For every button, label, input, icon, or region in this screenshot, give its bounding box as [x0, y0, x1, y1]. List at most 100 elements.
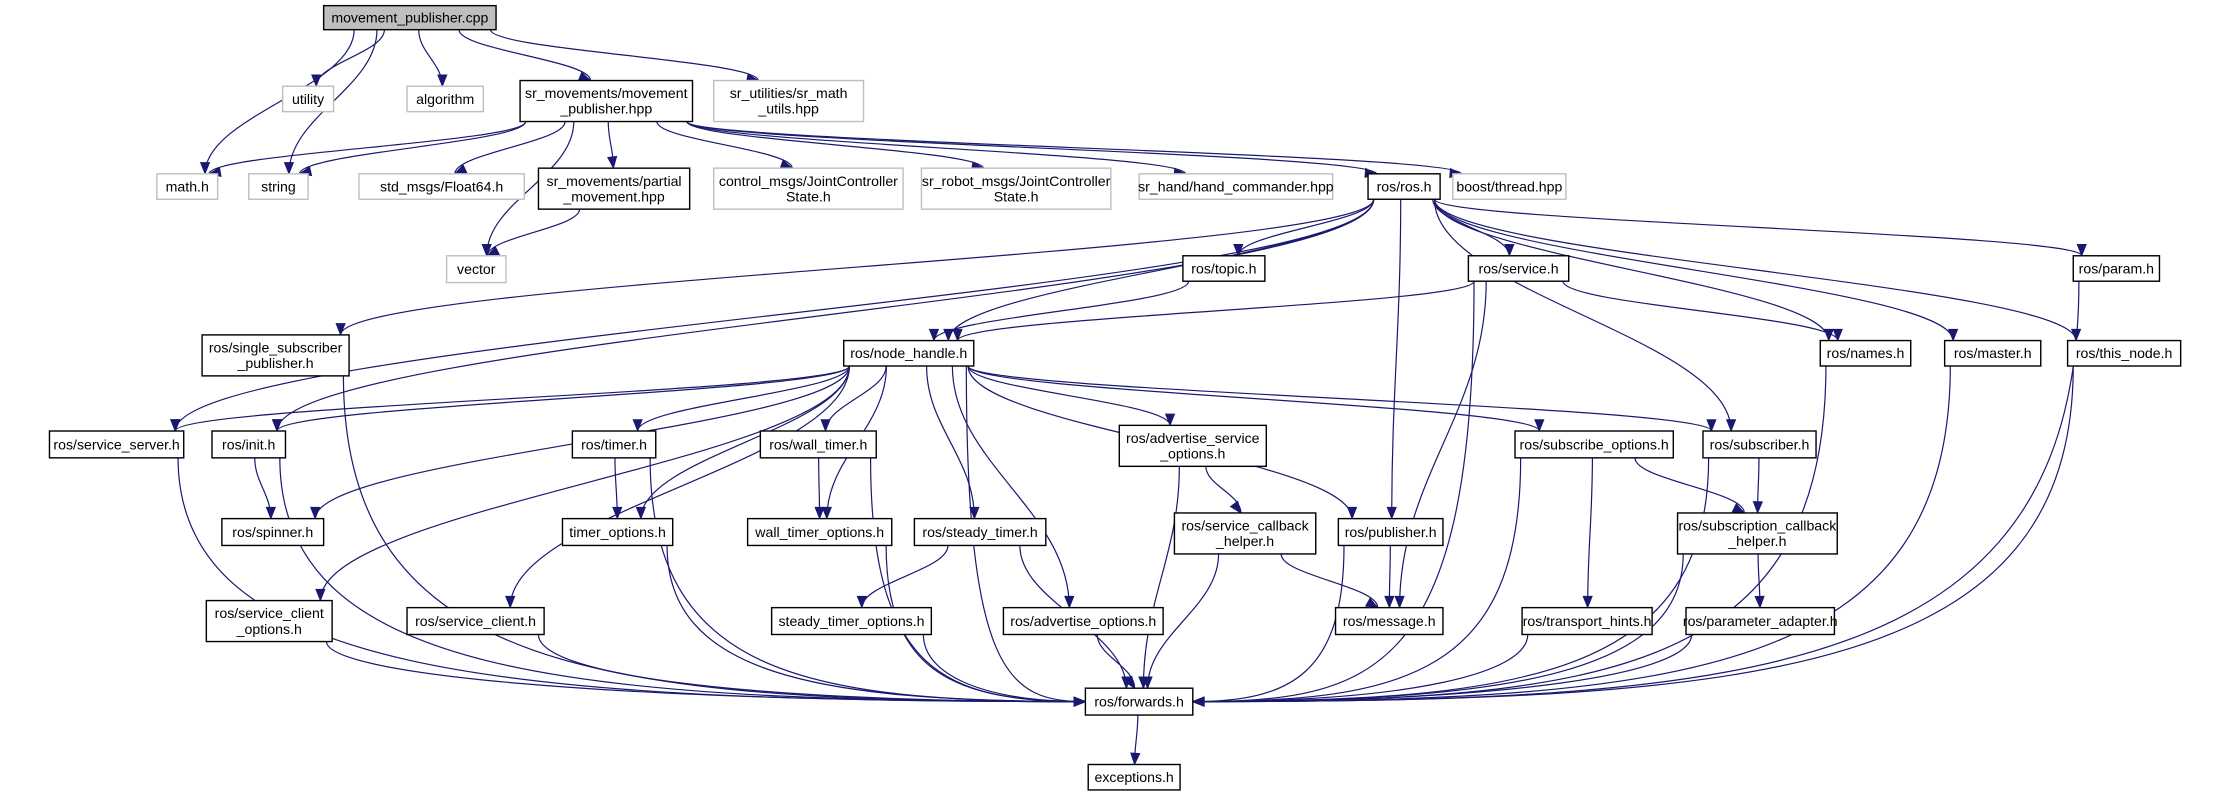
arrowhead-icon — [335, 323, 346, 337]
edge-service-server-to-forwards — [177, 457, 1086, 703]
node-service-server[interactable]: ros/service_server.h — [48, 430, 185, 459]
node-label: ros/service_client.h — [415, 613, 536, 629]
node-wall-timer-options[interactable]: wall_timer_options.h — [746, 517, 893, 547]
edge-ros-h-to-names — [1433, 199, 1830, 341]
arrowhead-icon — [1233, 244, 1244, 257]
node-ros-h[interactable]: ros/ros.h — [1367, 173, 1441, 200]
edge-movement-publisher-cpp-to-movement-publisher-hpp — [458, 29, 592, 81]
node-wall-timer[interactable]: ros/wall_timer.h — [759, 430, 877, 459]
edge-service-to-forwards — [1192, 281, 1475, 703]
edge-node-handle-to-service-server — [174, 365, 850, 432]
edge-timer-to-forwards — [649, 457, 1086, 703]
node-label: ros/this_node.h — [2076, 345, 2173, 361]
node-label: ros/single_subscriber — [209, 340, 343, 356]
node-steady-timer[interactable]: ros/steady_timer.h — [913, 517, 1047, 547]
edge-ros-h-to-param — [1433, 198, 2083, 257]
node-subscriber[interactable]: ros/subscriber.h — [1702, 430, 1817, 459]
node-algorithm[interactable]: algorithm — [406, 85, 485, 113]
edge-movement-publisher-hpp-to-control-jcs — [656, 121, 793, 169]
node-label: ros/message.h — [1343, 613, 1436, 629]
node-single-sub-pub[interactable]: ros/single_subscriber_publisher.h — [201, 334, 350, 377]
node-steady-timer-options[interactable]: steady_timer_options.h — [770, 606, 933, 636]
edge-movement-publisher-cpp-to-math-h — [204, 29, 355, 174]
node-master[interactable]: ros/master.h — [1943, 339, 2042, 367]
edge-ros-h-to-service-server — [174, 199, 1375, 432]
node-label: _movement.hpp — [562, 188, 664, 204]
node-box — [221, 517, 325, 547]
node-box — [712, 167, 904, 210]
node-sr-math-utils[interactable]: sr_utilities/sr_math_utils.hpp — [712, 79, 865, 123]
node-topic[interactable]: ros/topic.h — [1182, 255, 1266, 282]
edge-service-client-options-to-forwards — [325, 641, 1086, 703]
node-parameter-adapter[interactable]: ros/parameter_adapter.h — [1683, 606, 1838, 636]
arrowhead-icon — [1191, 696, 1205, 707]
node-movement-publisher-hpp[interactable]: sr_movements/movement_publisher.hpp — [519, 79, 694, 123]
arrowhead-icon — [814, 506, 825, 520]
node-math-h[interactable]: math.h — [156, 173, 219, 200]
node-timer-options[interactable]: timer_options.h — [561, 517, 674, 547]
node-label: ros/transport_hints.h — [1523, 613, 1652, 629]
node-vector[interactable]: vector — [445, 255, 507, 284]
node-float64[interactable]: std_msgs/Float64.h — [358, 173, 526, 200]
edge-init-to-forwards — [279, 457, 1086, 703]
node-init[interactable]: ros/init.h — [211, 430, 287, 459]
node-partial-movement[interactable]: sr_movements/partial_movement.hpp — [537, 167, 691, 210]
node-box — [1182, 255, 1266, 282]
arrowhead-icon — [1394, 595, 1405, 609]
node-adv-service-options[interactable]: ros/advertise_service_options.h — [1118, 424, 1267, 468]
edge-topic-to-node-handle — [933, 280, 1190, 341]
node-label: string — [261, 178, 296, 194]
node-subscribe-options[interactable]: ros/subscribe_options.h — [1514, 430, 1675, 459]
node-boost-thread[interactable]: boost/thread.hpp — [1452, 173, 1567, 200]
node-advertise-options[interactable]: ros/advertise_options.h — [1002, 606, 1164, 636]
arrowhead-icon — [1364, 597, 1379, 609]
node-box — [759, 430, 877, 459]
node-exceptions[interactable]: exceptions.h — [1087, 763, 1181, 791]
node-string[interactable]: string — [248, 173, 309, 200]
node-names[interactable]: ros/names.h — [1819, 339, 1912, 367]
node-publisher[interactable]: ros/publisher.h — [1337, 517, 1444, 547]
edge-node-handle-to-subscriber — [967, 365, 1713, 432]
node-node-handle[interactable]: ros/node_handle.h — [843, 339, 975, 367]
node-message[interactable]: ros/message.h — [1334, 606, 1444, 636]
node-box — [1819, 339, 1912, 367]
node-label: ros/ros.h — [1377, 178, 1432, 194]
node-label: ros/steady_timer.h — [922, 524, 1037, 540]
edge-param-to-forwards — [1192, 281, 2080, 703]
node-label: exceptions.h — [1094, 769, 1173, 785]
edge-service-to-message — [1398, 281, 1487, 608]
node-service-callback-helper[interactable]: ros/service_callback_helper.h — [1173, 512, 1317, 555]
node-this-node[interactable]: ros/this_node.h — [2066, 339, 2182, 367]
node-timer[interactable]: ros/timer.h — [571, 430, 657, 459]
arrowhead-icon — [612, 506, 623, 520]
node-box — [1084, 687, 1194, 716]
node-box — [406, 606, 545, 636]
node-service[interactable]: ros/service.h — [1467, 255, 1570, 282]
node-spinner[interactable]: ros/spinner.h — [221, 517, 325, 547]
node-box — [1521, 606, 1653, 636]
node-box — [1676, 512, 1838, 555]
edge-ros-h-to-subscriber — [1433, 199, 1732, 432]
node-movement-publisher-cpp[interactable]: movement_publisher.cpp — [322, 4, 497, 31]
arrowhead-icon — [1725, 419, 1737, 433]
edge-node-handle-to-timer — [637, 365, 850, 432]
edge-transport-hints-to-forwards — [1192, 634, 1529, 703]
node-forwards[interactable]: ros/forwards.h — [1084, 687, 1194, 716]
node-service-client[interactable]: ros/service_client.h — [406, 606, 545, 636]
arrowhead-icon — [1947, 328, 1959, 342]
node-subscription-callback-helper[interactable]: ros/subscription_callback_helper.h — [1676, 512, 1838, 555]
arrowhead-icon — [1832, 328, 1843, 342]
node-utility[interactable]: utility — [281, 85, 335, 113]
arrowhead-icon — [820, 419, 831, 433]
edge-movement-publisher-hpp-to-sr-robot-jcs — [686, 120, 984, 169]
node-transport-hints[interactable]: ros/transport_hints.h — [1521, 606, 1653, 636]
node-param[interactable]: ros/param.h — [2072, 255, 2161, 282]
arrowhead-icon — [821, 506, 832, 520]
node-hand-commander[interactable]: sr_hand/hand_commander.hpp — [1138, 173, 1334, 200]
node-service-client-options[interactable]: ros/service_client_options.h — [205, 599, 333, 643]
arrowhead-icon — [856, 595, 867, 609]
node-box — [445, 255, 507, 284]
node-box — [1514, 430, 1675, 459]
